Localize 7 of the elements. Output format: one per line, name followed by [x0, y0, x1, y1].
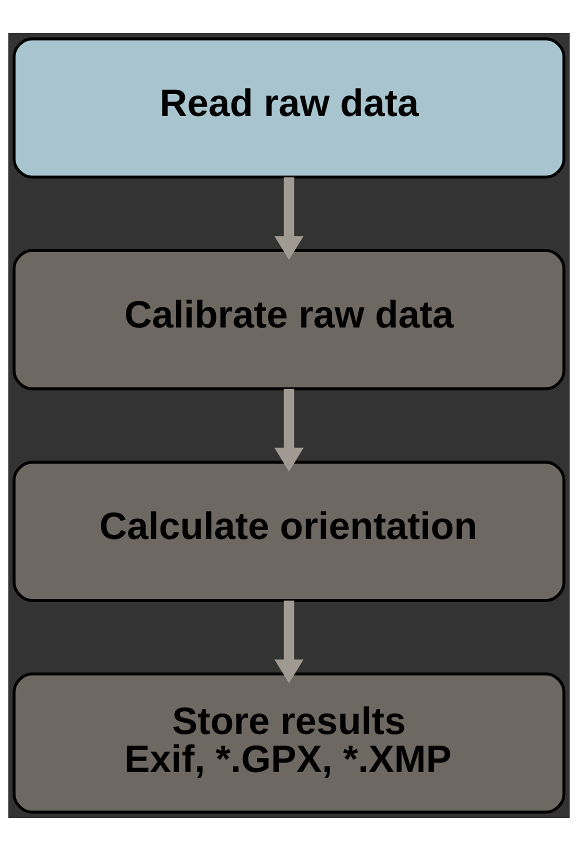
- node-box: Store results Exif, *.GPX, *.XMP: [12, 672, 566, 814]
- node-box: Calibrate raw data: [12, 248, 566, 390]
- node-box: Read raw data: [12, 36, 566, 178]
- arrow: [274, 388, 304, 472]
- arrow: [274, 600, 304, 683]
- arrow: [274, 176, 304, 260]
- node-box: Calculate orientation: [12, 460, 566, 602]
